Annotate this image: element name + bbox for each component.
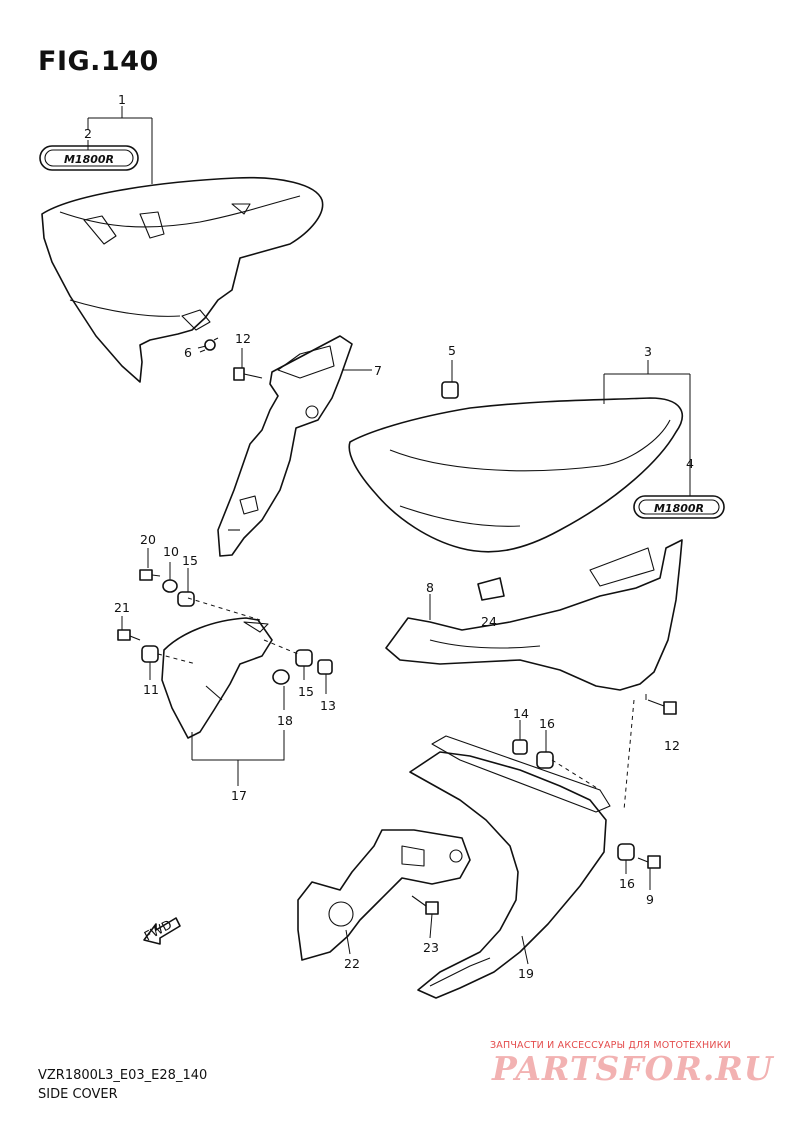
part-code: VZR1800L3_E03_E28_140 xyxy=(38,1068,208,1083)
callout-9: 9 xyxy=(646,892,654,907)
nut-5 xyxy=(441,381,459,399)
leader-lines xyxy=(87,106,691,965)
watermark-caption: ЗАПЧАСТИ И АКСЕССУАРЫ ДЛЯ МОТОТЕХНИКИ xyxy=(490,1040,731,1051)
bolt-12-upper xyxy=(233,367,263,381)
callout-10: 10 xyxy=(163,544,179,559)
callout-11: 11 xyxy=(143,682,159,697)
callout-18: 18 xyxy=(277,713,293,728)
mount-plate xyxy=(297,829,471,961)
callouts: 1 2 6 12 7 5 3 4 8 24 12 20 10 15 21 11 … xyxy=(84,92,694,981)
left-emblem-text: M1800R xyxy=(64,153,114,166)
washer-18 xyxy=(272,669,290,685)
callout-4: 4 xyxy=(686,456,694,471)
callout-13: 13 xyxy=(320,698,336,713)
callout-15-lower: 15 xyxy=(298,684,314,699)
callout-21: 21 xyxy=(114,600,130,615)
right-emblem-text: M1800R xyxy=(654,502,704,515)
left-emblem: M1800R xyxy=(39,145,139,171)
screw-20 xyxy=(139,569,161,581)
section-name: SIDE COVER xyxy=(38,1087,118,1102)
left-bracket xyxy=(217,335,353,557)
nut-13 xyxy=(317,659,333,675)
screw-6 xyxy=(199,337,219,353)
callout-24: 24 xyxy=(481,614,497,629)
callout-1: 1 xyxy=(118,92,126,107)
small-guard xyxy=(161,617,273,739)
callout-22: 22 xyxy=(344,956,360,971)
grommet-16-lower xyxy=(617,843,635,861)
callout-2: 2 xyxy=(84,126,92,141)
cover-bracket xyxy=(385,539,683,691)
grommet-24 xyxy=(477,577,505,601)
left-side-cover xyxy=(41,176,324,383)
nut-14 xyxy=(512,739,528,755)
grommet-11 xyxy=(141,645,159,663)
grommet-15-upper xyxy=(177,591,195,607)
callout-15-upper: 15 xyxy=(182,553,198,568)
callout-3: 3 xyxy=(644,344,652,359)
grommet-16-upper xyxy=(536,751,554,769)
callout-12-upper: 12 xyxy=(235,331,251,346)
bolt-9 xyxy=(637,855,661,869)
fwd-arrow-icon: FWD xyxy=(141,917,181,945)
figure-title: FIG.140 xyxy=(38,46,159,77)
bolt-23 xyxy=(411,895,439,915)
grommet-15-lower xyxy=(295,649,313,667)
callout-5: 5 xyxy=(448,343,456,358)
callout-19: 19 xyxy=(518,966,534,981)
callout-16-upper: 16 xyxy=(539,716,555,731)
callout-12-right: 12 xyxy=(664,738,680,753)
bolt-12-right xyxy=(647,699,677,715)
callout-17: 17 xyxy=(231,788,247,803)
screw-21 xyxy=(117,629,141,641)
callout-6: 6 xyxy=(184,345,192,360)
callout-7: 7 xyxy=(374,363,382,378)
right-side-cover xyxy=(348,397,683,553)
callout-8: 8 xyxy=(426,580,434,595)
watermark-logo: PARTSFOR.RU xyxy=(492,1049,774,1088)
washer-10 xyxy=(162,579,178,593)
right-emblem: M1800R xyxy=(633,495,725,519)
callout-16-lower: 16 xyxy=(619,876,635,891)
lower-bracket xyxy=(409,735,611,999)
callout-23: 23 xyxy=(423,940,439,955)
callout-20: 20 xyxy=(140,532,156,547)
callout-14: 14 xyxy=(513,706,529,721)
